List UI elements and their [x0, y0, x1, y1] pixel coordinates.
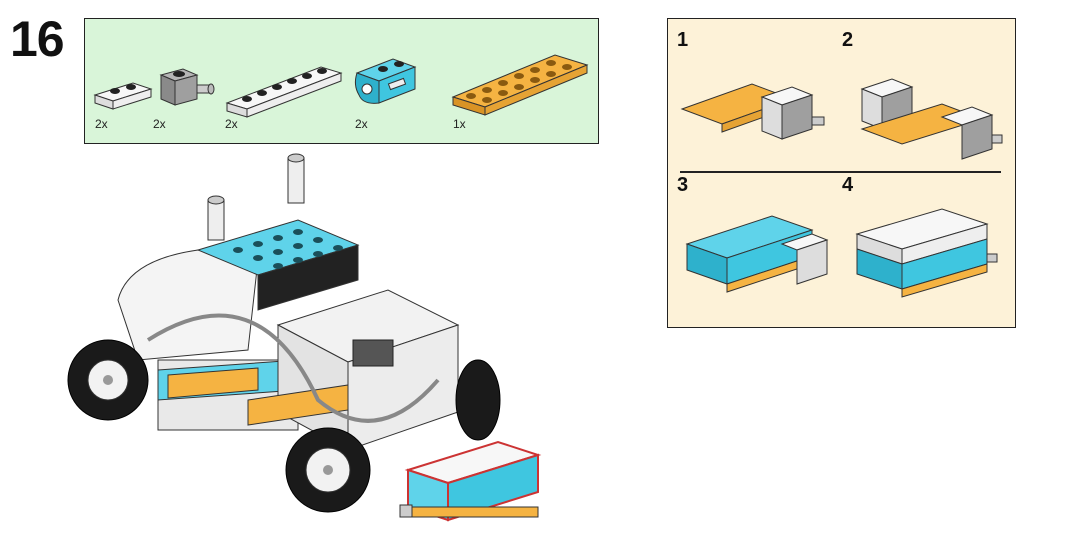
right-wheel-icon — [455, 359, 501, 441]
part-qty-5: 1x — [453, 117, 466, 131]
substep-4-label: 4 — [842, 174, 854, 196]
parts-list-panel: 2x 2x 2x 2x — [84, 18, 599, 144]
substep-2-label: 2 — [842, 29, 854, 51]
substep-3-illustration — [685, 215, 829, 293]
part-qty-3: 2x — [225, 117, 238, 131]
part-gray-brick-axle-icon — [159, 68, 215, 106]
part-qty-2: 2x — [153, 117, 166, 131]
part-qty-4: 2x — [355, 117, 368, 131]
substep-4-illustration — [855, 208, 998, 298]
substep-1-illustration — [680, 83, 825, 140]
subassembly-panel: 1 2 3 4 — [667, 18, 1016, 328]
rear-wheel-icon — [67, 339, 149, 421]
part-white-plate-1x6-icon — [225, 66, 343, 118]
front-wheel-icon — [285, 427, 371, 513]
substep-3-label: 3 — [677, 174, 689, 196]
part-azure-connector-icon — [354, 58, 417, 104]
part-white-plate-1x2-icon — [93, 82, 153, 110]
vehicle-assembly-illustration — [67, 153, 542, 522]
part-orange-plate-2x6-icon — [451, 54, 589, 116]
step-number: 16 — [10, 11, 65, 67]
substep-2-illustration — [860, 78, 1003, 160]
part-qty-1: 2x — [95, 117, 108, 131]
substep-divider — [680, 171, 1001, 173]
substep-1-label: 1 — [677, 29, 689, 51]
